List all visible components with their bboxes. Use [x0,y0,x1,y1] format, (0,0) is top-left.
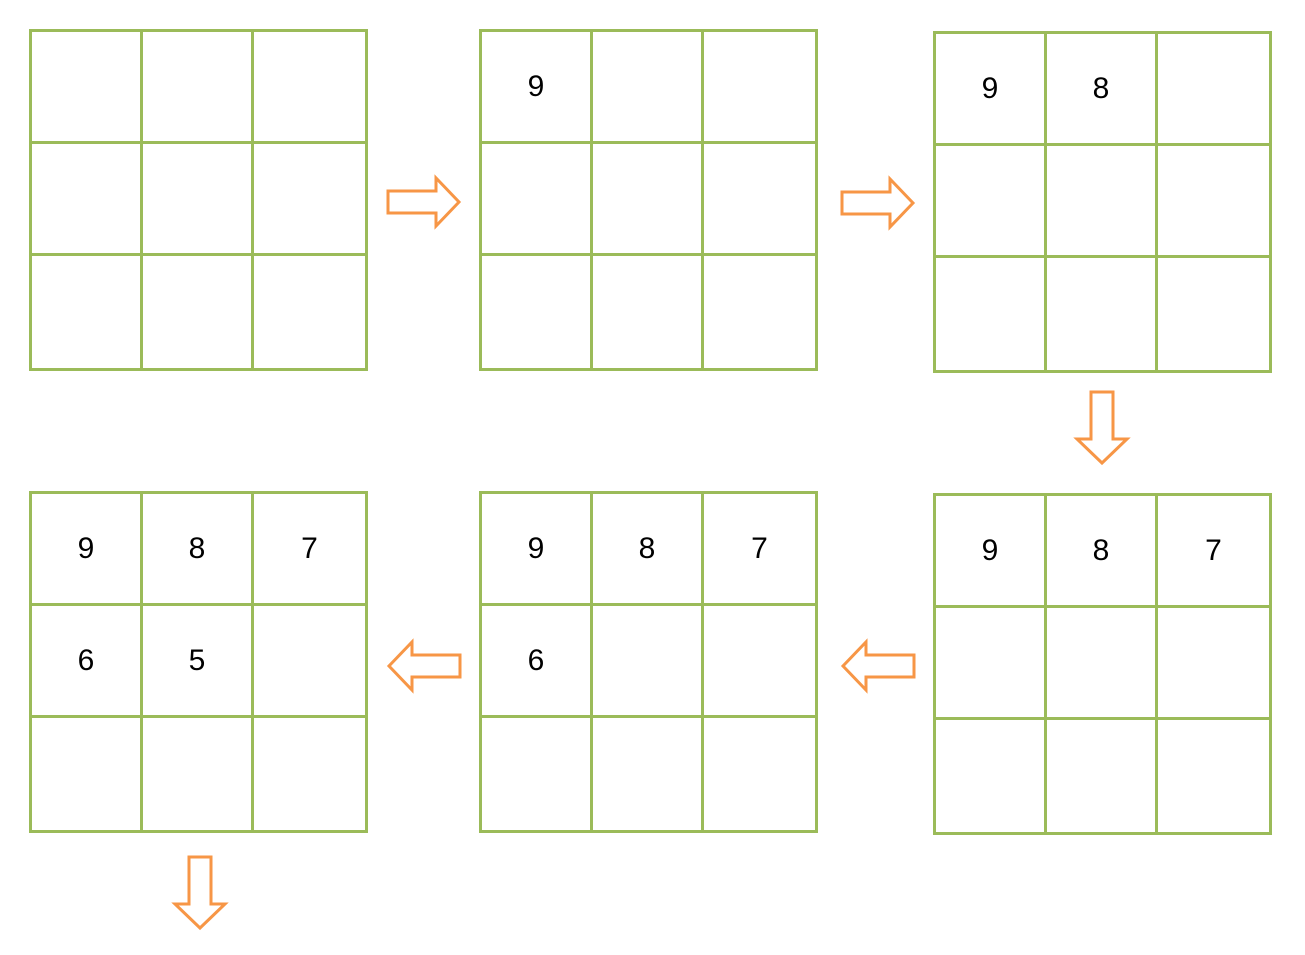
grid-cell [1047,608,1158,720]
arrow-left-icon [840,638,916,694]
grid-cell [32,144,143,256]
grid-step-6: 9 8 7 6 5 [29,491,368,833]
grid-cell [1047,258,1158,370]
grid-step-4: 9 8 7 [933,493,1272,835]
grid-cell: 8 [143,494,254,606]
grid-cell [1158,34,1269,146]
grid-cell [936,258,1047,370]
grid-cell: 8 [593,494,704,606]
grid-cell [1158,258,1269,370]
grid-cell: 7 [704,494,815,606]
grid-cell [1158,608,1269,720]
grid-cell [254,718,365,830]
arrow-right-icon [840,175,916,231]
grid-cell [254,606,365,718]
grid-cell [143,256,254,368]
grid-step-5: 9 8 7 6 [479,491,818,833]
grid-cell: 9 [32,494,143,606]
grid-step-2: 9 [479,29,818,371]
grid-cell [1158,146,1269,258]
grid-cell [593,144,704,256]
grid-cell [143,718,254,830]
grid-cell [704,256,815,368]
grid-cell [482,256,593,368]
grid-cell: 5 [143,606,254,718]
grid-step-1 [29,29,368,371]
grid-cell [936,720,1047,832]
grid-cell [254,256,365,368]
grid-cell [593,256,704,368]
grid-cell: 8 [1047,496,1158,608]
arrow-left-icon [386,638,462,694]
arrow-down-icon [1073,390,1131,466]
grid-cell [593,606,704,718]
grid-cell: 6 [482,606,593,718]
grid-cell [143,32,254,144]
grid-cell [254,144,365,256]
grid-cell: 9 [936,34,1047,146]
grid-cell [936,146,1047,258]
grid-cell [1158,720,1269,832]
grid-cell [482,718,593,830]
grid-cell: 7 [254,494,365,606]
grid-cell [254,32,365,144]
grid-cell [1047,720,1158,832]
grid-cell [704,606,815,718]
grid-cell [936,608,1047,720]
grid-cell [704,718,815,830]
grid-cell: 9 [482,494,593,606]
grid-cell: 6 [32,606,143,718]
grid-cell [704,32,815,144]
grid-cell: 9 [936,496,1047,608]
grid-cell: 8 [1047,34,1158,146]
grid-step-3: 9 8 [933,31,1272,373]
grid-cell [32,256,143,368]
grid-cell [482,144,593,256]
grid-cell [593,718,704,830]
grid-cell [143,144,254,256]
grid-cell: 7 [1158,496,1269,608]
grid-cell [593,32,704,144]
grid-cell [32,32,143,144]
grid-cell: 9 [482,32,593,144]
grid-cell [704,144,815,256]
grid-cell [32,718,143,830]
arrow-down-icon [171,855,229,931]
arrow-right-icon [386,174,462,230]
grid-cell [1047,146,1158,258]
